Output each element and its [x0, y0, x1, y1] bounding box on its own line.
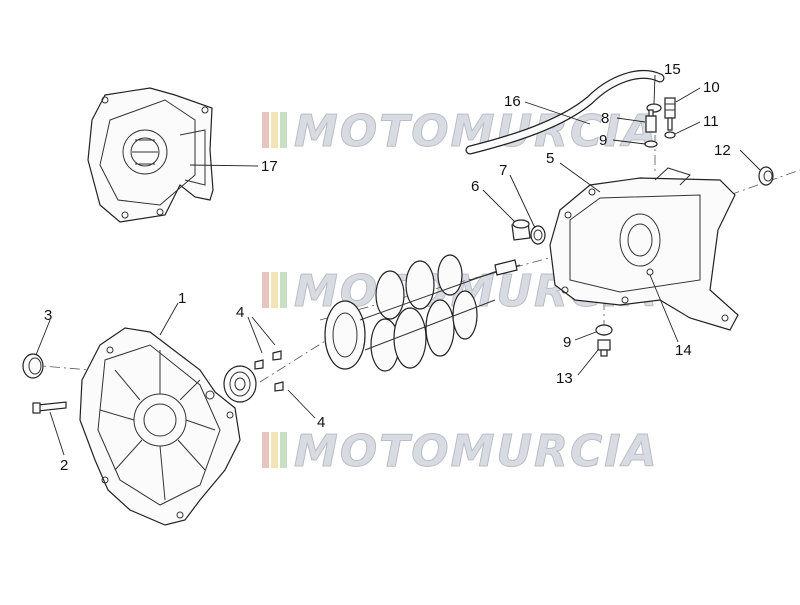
callout-16: 16 [504, 93, 521, 110]
callout-5: 5 [546, 150, 554, 167]
watermark-stripe [280, 112, 287, 148]
watermark-stripe [271, 112, 278, 148]
watermark-stripe [271, 272, 278, 308]
callout-11: 11 [703, 113, 719, 130]
callout-9-top: 9 [599, 132, 607, 149]
watermark-stripe [262, 272, 269, 308]
bearing [223, 365, 257, 403]
gearbox-internals [324, 254, 521, 372]
part-4-screws [254, 350, 284, 392]
callout-14: 14 [675, 342, 692, 359]
watermark-stripe [262, 432, 269, 468]
callout-3: 3 [44, 307, 52, 324]
callout-labels: 1 2 3 4 4 5 6 7 8 9 9 10 11 12 13 14 15 … [44, 61, 731, 474]
part-9-washer-top [644, 140, 658, 148]
watermark-text: MOTOMURCIA [294, 426, 659, 477]
callout-10: 10 [703, 79, 720, 96]
callout-1: 1 [178, 290, 186, 307]
callout-2: 2 [60, 457, 68, 474]
callout-15: 15 [664, 61, 681, 78]
assembly-axis [29, 169, 800, 383]
part-2-bolt [32, 401, 67, 414]
part-9-washer-bottom [595, 324, 613, 336]
callout-13: 13 [556, 370, 573, 387]
part-16-hose [465, 70, 665, 155]
callout-6: 6 [471, 178, 479, 195]
watermark-bottom: MOTOMURCIA [262, 426, 659, 478]
callout-8: 8 [601, 110, 609, 127]
part-6-cap [511, 219, 531, 241]
watermark-text: MOTOMURCIA [294, 106, 659, 157]
part-3-plug [22, 353, 44, 379]
part-10-sensor [664, 97, 676, 131]
part-7-ring [530, 225, 546, 245]
callout-4-lower: 4 [317, 414, 325, 431]
part-17-housing [87, 87, 214, 223]
watermark-top: MOTOMURCIA [262, 106, 659, 158]
part-1-cover [79, 327, 241, 526]
part-13-drain-bolt [597, 339, 611, 357]
leader-lines [35, 74, 761, 456]
part-11-washer [664, 131, 676, 139]
callout-17: 17 [261, 158, 278, 175]
watermark-stripe [271, 432, 278, 468]
callout-12: 12 [714, 142, 731, 159]
watermark-stripe [262, 112, 269, 148]
callout-4-upper: 4 [236, 304, 244, 321]
watermark-stripe [280, 272, 287, 308]
part-8-fitting [645, 109, 657, 133]
watermark-stripe [280, 432, 287, 468]
part-12-plug [758, 166, 774, 186]
callout-9-bottom: 9 [563, 334, 571, 351]
callout-7: 7 [499, 162, 507, 179]
